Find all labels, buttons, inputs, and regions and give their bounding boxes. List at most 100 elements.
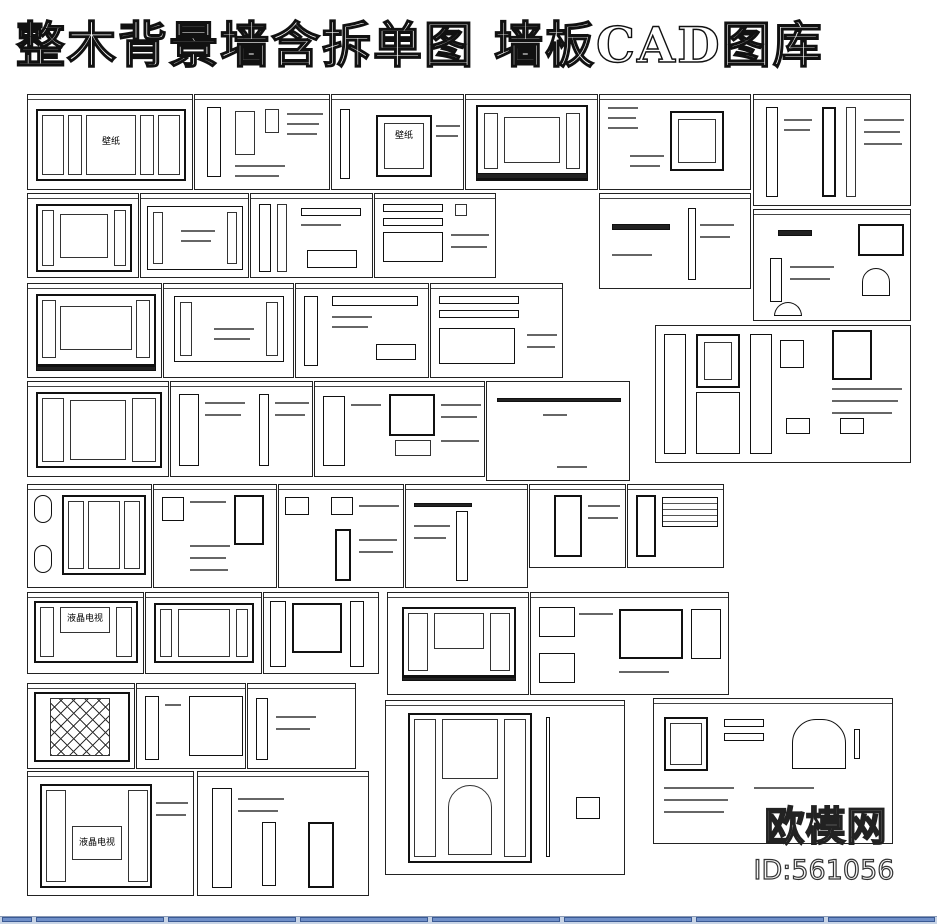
side-panel <box>140 115 154 175</box>
base-molding <box>476 173 588 179</box>
dimension-note <box>156 814 186 816</box>
panel-detail <box>539 653 575 683</box>
pillar-drawing <box>822 107 836 197</box>
pillar-drawing <box>664 334 686 454</box>
dimension-note <box>275 402 309 404</box>
dimension-note <box>190 569 228 571</box>
dimension-note <box>190 501 226 503</box>
taskbar-button[interactable] <box>432 917 560 922</box>
side-panel <box>42 210 54 266</box>
dimension-note <box>165 704 181 706</box>
arch-detail <box>862 268 890 296</box>
side-panel <box>504 719 526 857</box>
pillar-drawing <box>207 107 221 177</box>
panel-title-bar <box>530 485 625 490</box>
dimension-note <box>238 810 278 812</box>
panel-title-bar <box>195 95 329 100</box>
dimension-note <box>557 466 587 468</box>
dimension-note <box>451 246 487 248</box>
taskbar-button[interactable] <box>564 917 692 922</box>
parts-table <box>662 497 718 527</box>
molding-profile <box>376 344 416 360</box>
wall-frame <box>189 696 243 756</box>
panel-title-bar <box>315 382 484 387</box>
taskbar-button[interactable] <box>300 917 428 922</box>
dimension-note <box>359 551 393 553</box>
center-panel <box>678 119 716 163</box>
wall-frame <box>696 334 740 388</box>
taskbar-button[interactable] <box>36 917 164 922</box>
dimension-note <box>588 505 620 507</box>
base-molding <box>402 677 516 681</box>
dimension-note <box>441 440 479 442</box>
taskbar-button[interactable] <box>168 917 296 922</box>
panel-label: 液晶电视 <box>66 614 103 624</box>
taskbar-button[interactable] <box>828 917 935 922</box>
pillar-drawing <box>262 822 276 886</box>
wall-frame <box>408 713 532 863</box>
side-panel <box>180 302 192 356</box>
dimension-note <box>832 400 898 402</box>
center-panel <box>178 609 230 657</box>
panel-title-bar <box>28 485 151 490</box>
cad-panel <box>153 484 277 588</box>
wall-frame <box>832 330 872 380</box>
side-panel <box>227 212 237 264</box>
dimension-note <box>630 165 660 167</box>
cad-panel <box>197 771 369 896</box>
center-panel <box>72 826 122 860</box>
wall-frame <box>174 296 284 362</box>
dimension-note <box>608 127 638 129</box>
dimension-note <box>301 224 341 226</box>
panel-detail <box>539 607 575 637</box>
cad-panel <box>753 94 911 206</box>
taskbar-button[interactable] <box>696 917 824 922</box>
dimension-note <box>790 266 834 268</box>
dimension-note <box>784 119 812 121</box>
cad-panel <box>430 283 563 378</box>
wall-frame <box>154 603 254 663</box>
dimension-note <box>276 728 310 730</box>
wall-frame <box>34 601 138 663</box>
panel-title-bar <box>754 95 910 100</box>
panel-title-bar <box>28 684 134 689</box>
dimension-note <box>441 404 481 406</box>
dimension-note <box>784 129 810 131</box>
cad-panel <box>145 592 262 674</box>
panel-detail <box>786 418 810 434</box>
pillar-drawing <box>340 109 350 179</box>
panel-label: 壁纸 <box>394 131 413 141</box>
profile-detail <box>576 797 600 819</box>
center-panel <box>504 117 560 163</box>
cad-panel <box>385 700 625 875</box>
dimension-note <box>451 234 489 236</box>
panel-title-bar <box>466 95 597 100</box>
side-panel <box>153 212 163 264</box>
cad-panel <box>27 683 135 769</box>
watermark-id: ID:561056 <box>753 854 895 886</box>
side-panel <box>68 501 84 569</box>
cad-panel: 壁纸 <box>331 94 464 190</box>
side-panel <box>136 300 150 358</box>
side-panel <box>42 115 64 175</box>
wall-frame <box>389 394 435 436</box>
center-panel <box>384 123 424 169</box>
panel-detail <box>265 109 279 133</box>
wall-frame <box>36 392 162 468</box>
center-panel <box>442 719 498 779</box>
panel-detail <box>331 497 353 515</box>
pillar-drawing <box>854 729 860 759</box>
pillar-drawing <box>277 204 287 272</box>
side-panel <box>236 609 248 657</box>
molding-profile <box>307 250 357 268</box>
molding-profile <box>414 503 472 507</box>
panel-title-bar <box>386 701 624 706</box>
panel-title-bar <box>279 485 403 490</box>
taskbar-button[interactable] <box>2 917 32 922</box>
pillar-drawing <box>256 698 268 760</box>
wall-frame <box>554 495 582 557</box>
panel-label: 液晶电视 <box>78 838 115 848</box>
molding-profile <box>301 208 361 216</box>
cad-panel <box>247 683 356 769</box>
dimension-note <box>543 414 567 416</box>
